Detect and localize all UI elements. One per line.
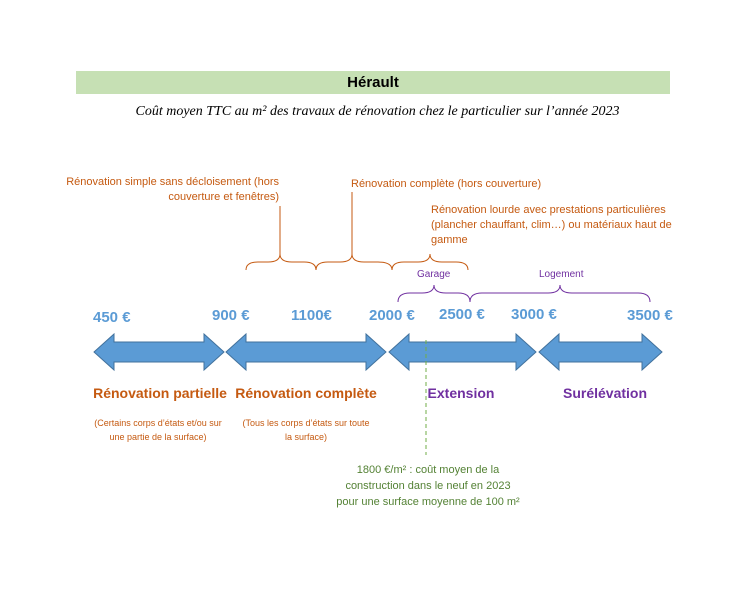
category-partielle-note: (Certains corps d’états et/ou sur une pa…	[94, 418, 222, 442]
brace-complete	[315, 253, 393, 271]
price-450: 450 €	[93, 309, 131, 326]
price-2000: 2000 €	[369, 307, 415, 324]
arrow-complete	[225, 332, 387, 372]
price-2500: 2500 €	[439, 306, 485, 323]
category-surelevation-label: Surélévation	[562, 385, 648, 401]
construction-note: 1800 €/m² : coût moyen de la constructio…	[336, 464, 520, 508]
price-3500: 3500 €	[627, 307, 673, 324]
brace-simple	[245, 253, 317, 271]
brace-garage	[397, 284, 471, 303]
bracket-logement-label: Logement	[539, 269, 584, 280]
arrow-partielle	[93, 332, 225, 372]
category-complete-note: (Tous les corps d’états sur toute la sur…	[242, 418, 370, 442]
arrow-surelevation	[538, 332, 663, 372]
subtitle: Coût moyen TTC au m² des travaux de réno…	[135, 104, 620, 119]
price-900: 900 €	[212, 307, 250, 324]
bracket-lourde-label: Rénovation lourde avec prestations parti…	[431, 204, 672, 246]
bracket-complete-label: Rénovation complète (hors couverture)	[351, 178, 542, 190]
price-1100: 1100€	[291, 307, 332, 324]
category-complete-label: Rénovation complète	[235, 385, 377, 401]
bracket-garage-label: Garage	[417, 269, 451, 280]
arrow-extension	[388, 332, 537, 372]
brace-logement	[469, 284, 651, 303]
category-extension-label: Extension	[427, 385, 495, 401]
bracket-simple-label: Rénovation simple sans décloisement (hor…	[66, 176, 279, 203]
brace-lourde	[391, 253, 469, 271]
category-partielle-label: Rénovation partielle	[93, 385, 227, 401]
price-3000: 3000 €	[511, 306, 557, 323]
title-banner: Hérault	[76, 71, 670, 94]
page-title: Hérault	[347, 74, 399, 91]
